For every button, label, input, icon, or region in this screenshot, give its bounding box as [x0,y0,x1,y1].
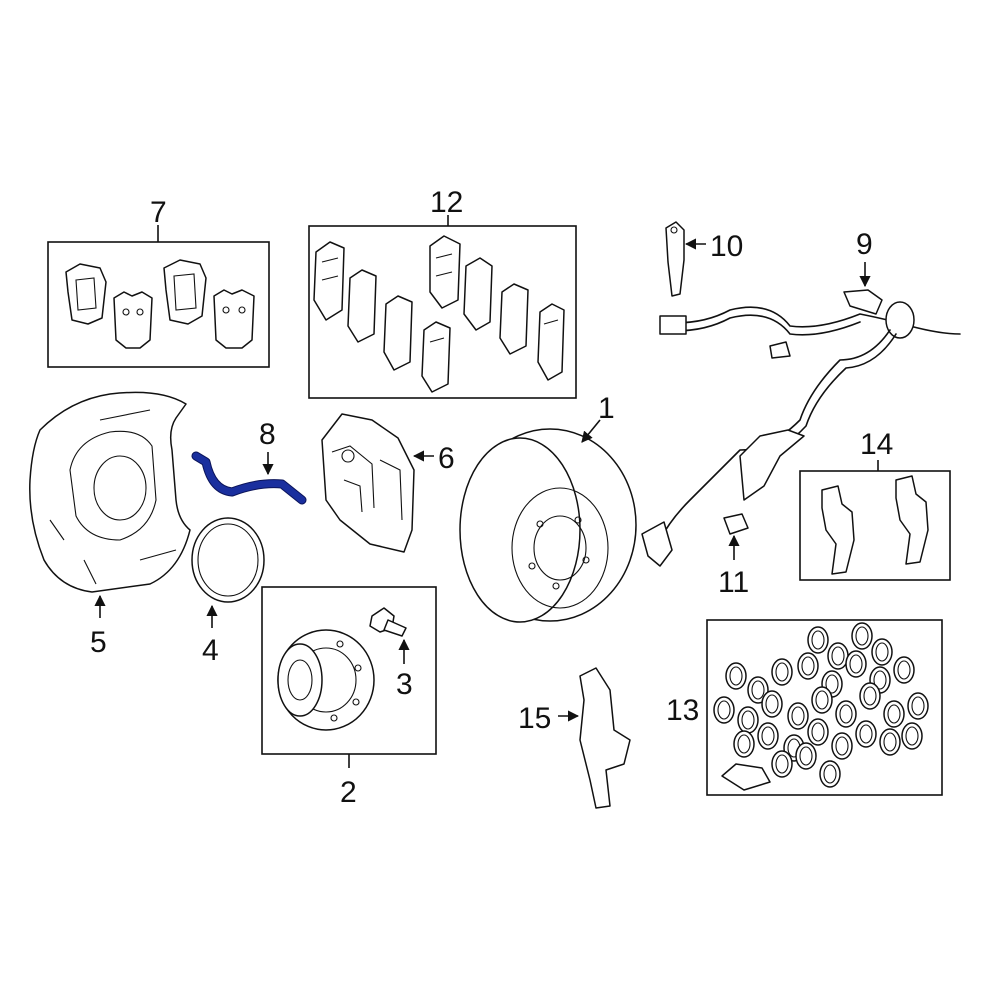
label-10: 10 [710,230,743,263]
seal-ring [819,760,841,788]
label-9: 9 [856,228,873,261]
part-1-brake-rotor[interactable] [459,419,637,623]
seal-ring-inner [737,734,751,754]
seal-ring-inner [859,724,873,744]
seal-ring [797,652,819,680]
seal-ring-inner [825,674,839,694]
seal-ring [807,718,829,746]
part-4-seal-ring[interactable] [191,517,265,628]
seal-ring-inner [717,700,731,720]
seal-ring-inner [855,626,869,646]
seal-ring-inner [741,710,755,730]
part-15-anti-rattle-spring[interactable] [558,667,631,809]
seal-ring-inner [823,764,837,784]
seal-ring-inner [849,654,863,674]
seal-ring [807,626,829,654]
seal-ring [883,700,905,728]
seal-ring-inner [765,694,779,714]
seal-ring [771,658,793,686]
seal-ring-inner [775,754,789,774]
seal-ring-inner [911,696,925,716]
seal-ring-inner [775,662,789,682]
seal-ring [811,686,833,714]
seal-ring [907,692,929,720]
part-5-dust-shield[interactable] [29,391,191,618]
seal-ring-inner [905,726,919,746]
part-6-caliper[interactable] [321,413,434,553]
seal-ring [845,650,867,678]
seal-ring [831,732,853,760]
seal-ring-inner [791,706,805,726]
label-6: 6 [438,442,455,475]
seal-ring-inner [729,666,743,686]
seal-ring [713,696,735,724]
label-12: 12 [430,186,463,219]
seal-ring [859,682,881,710]
label-8: 8 [259,418,276,451]
seal-ring [771,750,793,778]
part-2-wheel-hub[interactable] [261,586,437,768]
part-9-abs-wire-harness[interactable] [641,262,961,567]
seal-ring [855,720,877,748]
label-7: 7 [150,196,167,229]
seal-ring-inner [835,736,849,756]
seal-ring [761,690,783,718]
label-15: 15 [518,702,551,735]
seal-ring [733,730,755,758]
seal-ring-inner [799,746,813,766]
seal-ring-inner [811,722,825,742]
seal-ring-inner [831,646,845,666]
label-1: 1 [598,392,615,425]
part-3-hub-bolt[interactable] [369,607,410,664]
seal-ring-inner [839,704,853,724]
seal-ring [787,702,809,730]
part-11-harness-clip[interactable] [723,513,749,560]
callout-labels: 1 2 3 4 5 6 7 8 9 10 11 12 13 14 15 [90,186,893,809]
part-7-brake-pads[interactable] [47,225,270,368]
part-8-brake-hose[interactable] [191,451,307,505]
seal-ring [725,662,747,690]
seal-ring-inner [875,642,889,662]
seal-ring-inner [873,670,887,690]
part-12-pad-shims[interactable] [308,215,577,399]
seal-ring-inner [897,660,911,680]
seal-ring-inner [887,704,901,724]
seal-ring-inner [761,726,775,746]
seal-ring [851,622,873,650]
seal-ring-inner [815,690,829,710]
seal-ring [871,638,893,666]
label-11: 11 [718,566,749,599]
seal-ring-inner [883,732,897,752]
label-14: 14 [860,428,893,461]
part-13-seal-kit[interactable] [706,619,943,796]
seal-ring [795,742,817,770]
seal-ring [879,728,901,756]
part-10-sensor-bracket[interactable] [665,221,706,297]
label-13: 13 [666,694,699,727]
seal-ring [757,722,779,750]
seal-ring-inner [751,680,765,700]
seal-ring-inner [801,656,815,676]
label-3: 3 [396,668,413,701]
seal-ring [893,656,915,684]
seal-ring-inner [811,630,825,650]
label-5: 5 [90,626,107,659]
label-2: 2 [340,776,357,809]
seal-ring-inner [863,686,877,706]
seal-ring [835,700,857,728]
label-4: 4 [202,634,219,667]
seal-ring [901,722,923,750]
part-14-guide-plates[interactable] [799,460,951,581]
